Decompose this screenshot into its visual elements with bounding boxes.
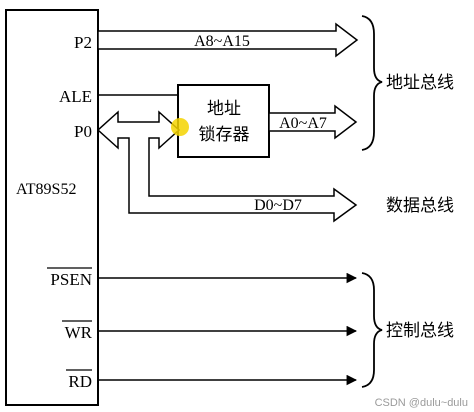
data-bus-label: D0~D7 [254,197,302,214]
pin-label-p0: P0 [74,122,92,141]
watermark: CSDN @dulu~dulu [375,397,468,409]
high-address-bus-arrow [97,22,359,58]
pin-label-p2: P2 [74,33,92,52]
pin-label-ale: ALE [59,87,92,106]
pin-label-psen: PSEN [50,270,92,289]
latch-label-line2: 锁存器 [199,125,250,145]
control-bus-label: 控制总线 [386,321,454,341]
low-address-bus-arrow [268,104,358,140]
pin-label-wr: WR [65,323,93,342]
latch-label-line1: 地址 [207,99,241,119]
address-bus-brace [361,15,383,151]
data-bus-group-label: 数据总线 [386,196,454,216]
cursor-highlight [171,118,189,136]
low-address-label: A0~A7 [279,115,327,132]
pin-label-rd: RD [68,372,92,391]
p0-bus-outline [96,110,358,223]
high-address-label: A8~A15 [194,33,250,50]
chip-body [5,9,99,406]
address-bus-label: 地址总线 [386,73,454,93]
control-bus-brace [361,272,383,388]
chip-name: AT89S52 [16,181,76,198]
address-latch-box [177,84,270,158]
